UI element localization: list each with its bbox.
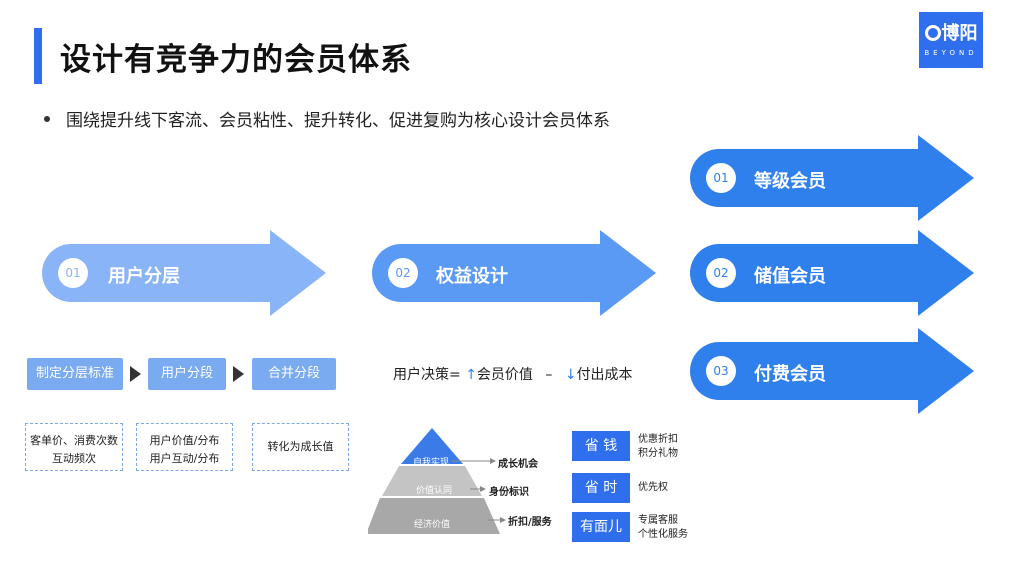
- arrow-shape-icon: [690, 328, 974, 414]
- pyramid-level: 经济价值: [414, 520, 451, 530]
- member-number: 03: [706, 356, 736, 386]
- step-user-segments: 用户分段: [148, 358, 226, 390]
- step-arrow-icon: [233, 366, 244, 382]
- member-label: 储值会员: [754, 266, 826, 287]
- brand-logo: 博阳 BEYOND: [919, 12, 983, 68]
- decision-formula: 用户决策= ↑会员价值 – ↓付出成本: [393, 364, 633, 384]
- benefit-prestige: 有面儿: [572, 512, 630, 542]
- stage-arrow-benefit-design: 02 权益设计: [372, 230, 656, 316]
- arrow-shape-icon: [690, 230, 974, 316]
- formula-prefix: 用户决策=: [393, 367, 461, 383]
- member-arrow-stored-value: 02 储值会员: [690, 230, 974, 316]
- detail-line: 用户价值/分布: [149, 434, 220, 447]
- page-title: 设计有竞争力的会员体系: [60, 42, 412, 78]
- stage-label: 权益设计: [436, 266, 508, 287]
- value-pyramid: [368, 428, 506, 534]
- step-define-criteria: 制定分层标准: [27, 358, 123, 390]
- arrow-shape-icon: [690, 135, 974, 221]
- arrow-down-icon: ↓: [564, 367, 577, 383]
- pyramid-side-label: 折扣/服务: [508, 517, 552, 528]
- benefit-save-time: 省 时: [572, 473, 630, 503]
- benefit-desc-line: 优先权: [638, 482, 668, 493]
- stage-label: 用户分层: [108, 266, 180, 287]
- benefit-desc: 优先权: [638, 481, 668, 495]
- benefit-desc-line: 专属客服: [638, 515, 678, 526]
- logo-mark: 博阳: [919, 24, 983, 44]
- formula-value: 会员价值: [476, 367, 533, 383]
- detail-line: 用户互动/分布: [149, 452, 220, 465]
- member-label: 等级会员: [754, 171, 826, 192]
- pyramid-side-label: 成长机会: [498, 459, 538, 470]
- arrow-shape-icon: [372, 230, 656, 316]
- logo-text: 博阳: [941, 23, 978, 44]
- member-number: 02: [706, 258, 736, 288]
- summary-text: 围绕提升线下客流、会员粘性、提升转化、促进复购为核心设计会员体系: [66, 111, 610, 131]
- member-number: 01: [706, 163, 736, 193]
- member-label: 付费会员: [754, 364, 826, 385]
- summary-bullet: 围绕提升线下客流、会员粘性、提升转化、促进复购为核心设计会员体系: [44, 106, 610, 131]
- benefit-desc-line: 积分礼物: [638, 448, 678, 459]
- benefit-desc: 优惠折扣 积分礼物: [638, 433, 678, 461]
- step-detail: 客单价、消费次数 互动频次: [25, 423, 123, 471]
- arrow-shape-icon: [42, 230, 326, 316]
- detail-line: 互动频次: [52, 452, 96, 465]
- logo-subtitle: BEYOND: [924, 49, 978, 57]
- pyramid-level: 价值认同: [416, 486, 453, 496]
- formula-minus: –: [545, 367, 553, 383]
- detail-line: 转化为成长值: [267, 440, 334, 453]
- benefit-save-money: 省 钱: [572, 431, 630, 461]
- title-accent-bar: [34, 28, 42, 84]
- bullet-dot-icon: [44, 116, 50, 122]
- step-arrow-icon: [130, 366, 141, 382]
- stage-number: 02: [388, 258, 418, 288]
- pyramid-side-label: 身份标识: [489, 487, 529, 498]
- benefit-desc-line: 优惠折扣: [638, 434, 678, 445]
- member-arrow-tier: 01 等级会员: [690, 135, 974, 221]
- step-merge-segments: 合并分段: [252, 358, 336, 390]
- step-detail: 转化为成长值: [252, 423, 349, 471]
- step-detail: 用户价值/分布 用户互动/分布: [136, 423, 233, 471]
- stage-number: 01: [58, 258, 88, 288]
- logo-ring-icon: [924, 25, 941, 41]
- benefit-desc: 专属客服 个性化服务: [638, 514, 688, 542]
- pyramid-level: 自我实现: [413, 458, 450, 468]
- benefit-desc-line: 个性化服务: [638, 529, 688, 540]
- member-arrow-paid: 03 付费会员: [690, 328, 974, 414]
- stage-arrow-user-segmentation: 01 用户分层: [42, 230, 326, 316]
- detail-line: 客单价、消费次数: [30, 434, 118, 447]
- formula-cost: 付出成本: [576, 367, 633, 383]
- arrow-up-icon: ↑: [465, 367, 477, 383]
